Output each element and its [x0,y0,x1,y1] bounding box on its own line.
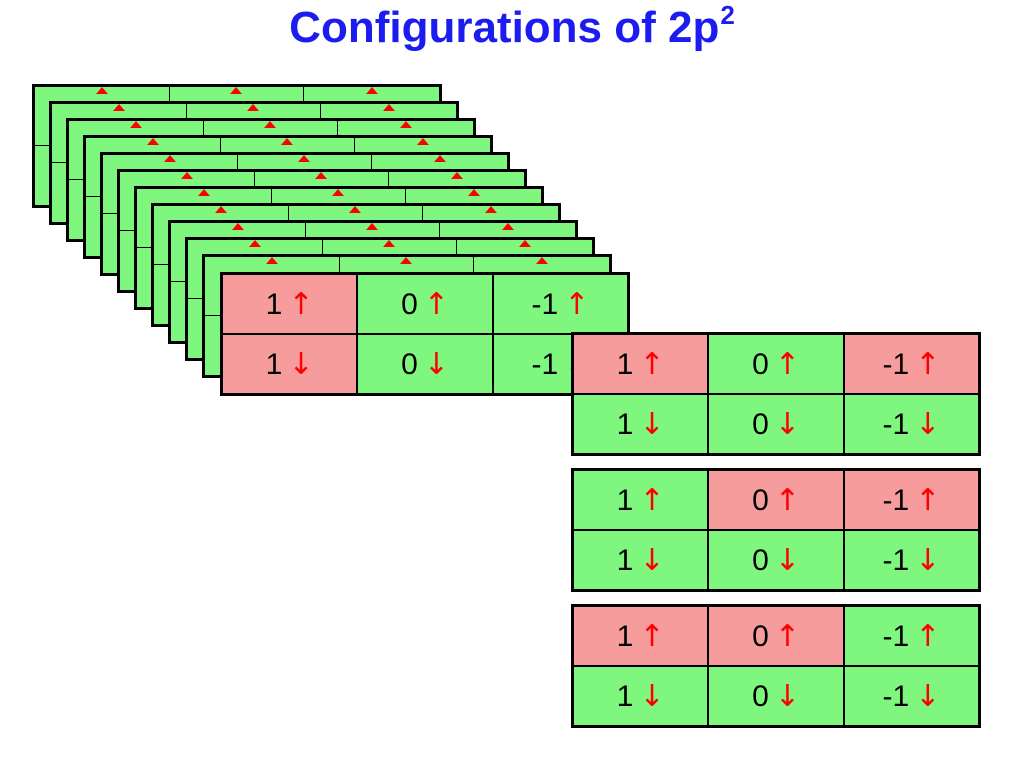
ml-value: 1 [616,407,634,441]
ml-value: -1 [882,483,910,517]
ml-value: 0 [752,619,769,653]
orbital-cell: 1↑ [571,468,710,531]
ml-value: 1 [616,347,634,381]
orbital-cell: 0↓ [707,393,845,456]
orbital-cell: 1↓ [571,665,710,728]
orbital-cell: 0↓ [707,529,845,592]
spin-down-arrow-icon: ↓ [915,406,941,442]
spin-up-arrow-icon: ↑ [639,482,665,518]
ml-value: 1 [616,619,634,653]
ml-value: 0 [752,347,769,381]
ml-value: 1 [616,543,634,577]
spin-down-row: 1↓0↓-1↓ [571,665,981,728]
spin-down-arrow-icon: ↓ [288,346,314,382]
spin-up-arrow-icon: ↑ [915,618,941,654]
ml-value: 0 [401,287,418,321]
ml-value: 1 [265,287,283,321]
orbital-cell: -1↓ [842,393,981,456]
orbital-cell: 0↑ [707,332,845,395]
title-superscript: 2 [720,0,735,30]
config-table-front: 1↑0↑-1↑1↓0↓-1↓ [220,272,630,396]
spin-up-arrow-icon: ↑ [639,618,665,654]
ml-value: 0 [752,483,769,517]
spin-up-arrow-icon: ↑ [423,286,449,322]
spin-down-row: 1↓0↓-1↓ [571,393,981,456]
config-table-3: 1↑0↑-1↑1↓0↓-1↓ [571,468,981,592]
spin-down-row: 1↓0↓-1↓ [571,529,981,592]
spin-up-arrow-icon: ↑ [288,286,314,322]
orbital-cell: 1↑ [571,332,710,395]
ml-value: -1 [531,287,559,321]
orbital-cell: -1↑ [491,272,630,335]
orbital-cell: 1↓ [571,529,710,592]
ml-value: 1 [616,679,634,713]
spin-up-arrow-icon: ↑ [774,618,800,654]
orbital-cell: 1↑ [220,272,359,335]
orbital-cell: -1↑ [842,468,981,531]
orbital-cell: 1↑ [571,604,710,667]
orbital-cell: 0↑ [356,272,494,335]
spin-down-row: 1↓0↓-1↓ [220,333,630,396]
ml-value: -1 [882,347,910,381]
ml-value: -1 [882,679,910,713]
orbital-cell: -1↓ [842,665,981,728]
ml-value: 0 [752,407,769,441]
orbital-cell: 1↓ [220,333,359,396]
spin-down-arrow-icon: ↓ [639,678,665,714]
spin-up-arrow-icon: ↑ [774,482,800,518]
page-title: Configurations of 2p2 [0,0,1024,61]
orbital-cell: 0↑ [707,468,845,531]
spin-down-arrow-icon: ↓ [774,406,800,442]
ml-value: 0 [752,679,769,713]
spin-down-arrow-icon: ↓ [639,406,665,442]
spin-down-arrow-icon: ↓ [774,542,800,578]
orbital-cell: 0↑ [707,604,845,667]
ml-value: -1 [882,619,910,653]
ml-value: -1 [882,407,910,441]
ml-value: 0 [752,543,769,577]
orbital-cell: -1↑ [842,604,981,667]
spin-down-arrow-icon: ↓ [423,346,449,382]
spin-down-arrow-icon: ↓ [639,542,665,578]
orbital-cell: 0↓ [707,665,845,728]
ml-value: -1 [531,347,559,381]
orbital-cell: 1↓ [571,393,710,456]
ml-value: 0 [401,347,418,381]
spin-up-arrow-icon: ↑ [915,482,941,518]
spin-down-arrow-icon: ↓ [915,542,941,578]
spin-up-arrow-icon: ↑ [639,346,665,382]
spin-up-row: 1↑0↑-1↑ [571,332,981,395]
spin-up-arrow-icon: ↑ [915,346,941,382]
orbital-cell: 0↓ [356,333,494,396]
spin-up-row: 1↑0↑-1↑ [571,468,981,531]
spin-down-arrow-icon: ↓ [915,678,941,714]
orbital-cell: -1↓ [842,529,981,592]
spin-up-arrow-icon: ↑ [564,286,590,322]
spin-up-row: 1↑0↑-1↑ [571,604,981,667]
spin-up-row: 1↑0↑-1↑ [220,272,630,335]
ml-value: 1 [616,483,634,517]
ml-value: -1 [882,543,910,577]
orbital-cell: -1↑ [842,332,981,395]
ml-value: 1 [265,347,283,381]
config-table-2: 1↑0↑-1↑1↓0↓-1↓ [571,332,981,456]
spin-up-arrow-icon: ↑ [774,346,800,382]
spin-down-arrow-icon: ↓ [774,678,800,714]
title-text: Configurations of 2p [289,3,720,52]
config-table-4: 1↑0↑-1↑1↓0↓-1↓ [571,604,981,728]
